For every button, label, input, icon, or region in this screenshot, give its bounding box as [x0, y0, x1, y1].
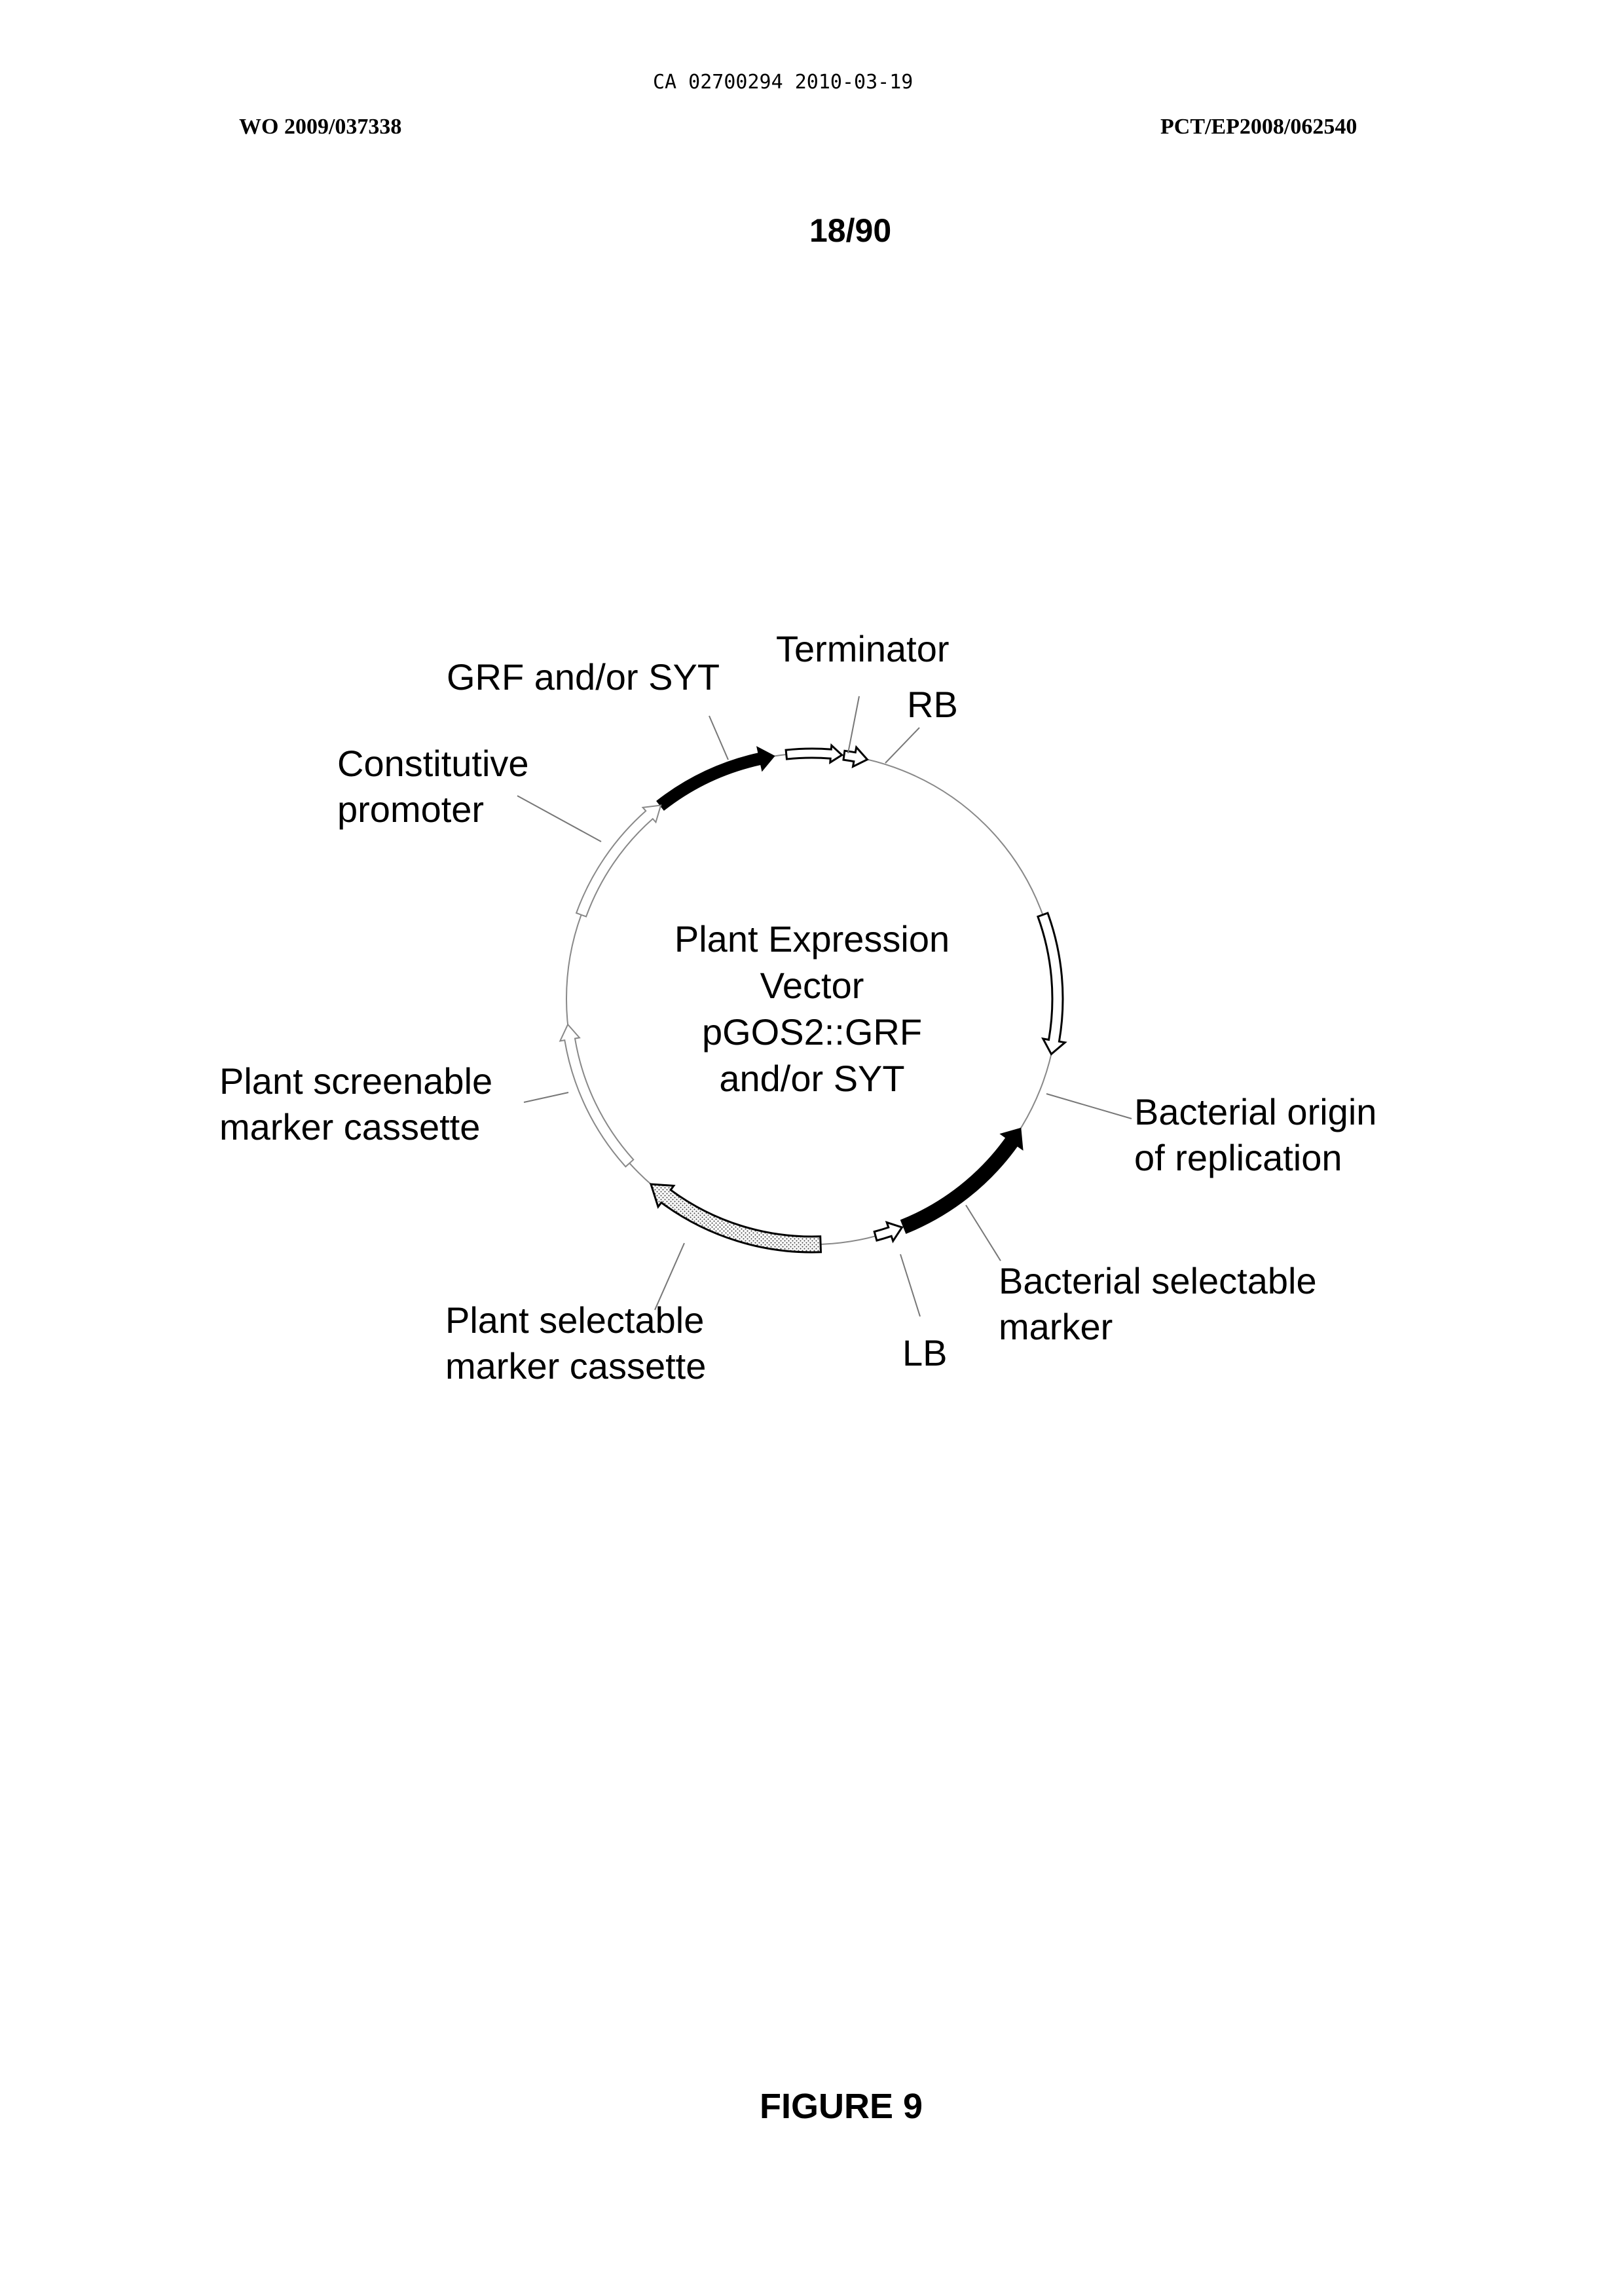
- label-constitutive-promoter-2: promoter: [337, 789, 484, 830]
- grf-syt-gene-arrow: [657, 748, 773, 810]
- plant-selectable-marker-arrow: [651, 1184, 821, 1252]
- leader-constitutive-promoter: [517, 796, 601, 842]
- leader-plant-screenable: [524, 1092, 568, 1102]
- label-constitutive-promoter-1: Constitutive: [337, 743, 529, 784]
- label-terminator: Terminator: [776, 628, 950, 669]
- label-plant-selectable-2: marker cassette: [445, 1345, 706, 1387]
- label-lb: LB: [902, 1332, 948, 1373]
- figure-caption: FIGURE 9: [760, 2086, 923, 2127]
- bacterial-selectable-marker-arrow: [902, 1129, 1022, 1233]
- label-plant-selectable-1: Plant selectable: [445, 1299, 704, 1341]
- vector-name-line-2: Vector: [760, 965, 864, 1006]
- label-rb: RB: [907, 684, 958, 725]
- leader-bacterial-selectable: [966, 1205, 1001, 1261]
- leader-lb: [900, 1254, 920, 1316]
- rb-border-arrow: [843, 747, 867, 767]
- terminator-arrow: [786, 745, 842, 762]
- constitutive-promoter-arrow: [576, 806, 661, 917]
- vector-name-line-4: and/or SYT: [719, 1058, 904, 1099]
- leader-grf-syt: [709, 716, 728, 760]
- label-plant-screenable-2: marker cassette: [219, 1106, 480, 1147]
- vector-name-line-3: pGOS2::GRF: [702, 1011, 922, 1053]
- leader-terminator: [848, 696, 859, 753]
- label-bacterial-selectable-2: marker: [999, 1306, 1113, 1347]
- label-bacterial-selectable-1: Bacterial selectable: [999, 1260, 1317, 1301]
- label-bacterial-origin-1: Bacterial origin: [1134, 1091, 1376, 1132]
- label-plant-screenable-1: Plant screenable: [219, 1060, 492, 1102]
- vector-name-line-1: Plant Expression: [674, 918, 950, 960]
- plant-screenable-marker-arrow: [560, 1024, 633, 1166]
- lb-border-arrow: [874, 1222, 902, 1240]
- label-bacterial-origin-2: of replication: [1134, 1137, 1342, 1178]
- leader-rb: [885, 728, 919, 763]
- leader-lines: [517, 696, 1132, 1316]
- label-grf-syt: GRF and/or SYT: [447, 656, 720, 698]
- bacterial-origin-arrow: [1038, 913, 1065, 1054]
- leader-bacterial-origin: [1046, 1094, 1132, 1119]
